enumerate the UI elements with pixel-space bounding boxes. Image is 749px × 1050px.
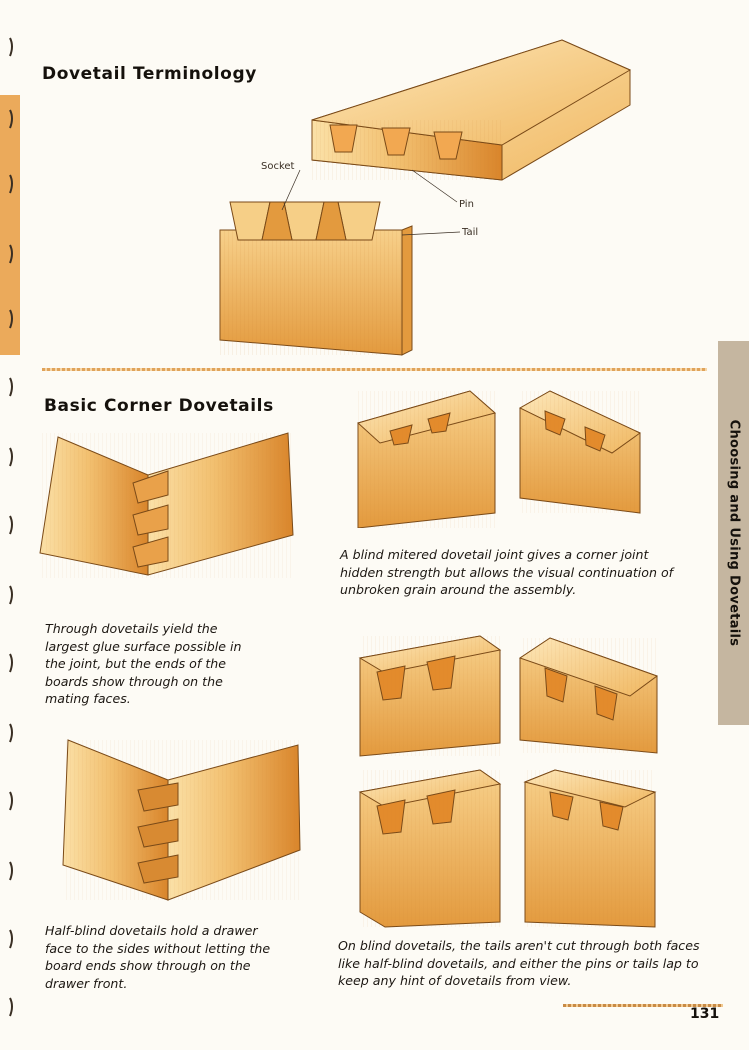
half-blind-dovetails-caption: Half-blind dovetails hold a drawer face … (45, 923, 271, 991)
through-dovetails-caption: Through dovetails yield the largest glue… (45, 621, 242, 706)
section-divider (42, 368, 707, 371)
chapter-tab (718, 341, 749, 725)
pin-label: Pin (459, 199, 474, 210)
socket-label: Socket (261, 161, 295, 172)
half-blind-dovetail-illustration (62, 739, 301, 901)
spiral-binding (0, 37, 20, 1017)
through-dovetail-illustration (39, 432, 294, 578)
tail-label: Tail (462, 227, 479, 238)
blind-dovetail-illustration-bottom (358, 769, 657, 928)
blind-mitered-dovetail-illustration (356, 390, 641, 528)
blind-dovetail-illustration-top (358, 635, 659, 757)
terminology-heading: Dovetail Terminology (42, 64, 257, 84)
blind-dovetails-caption: On blind dovetails, the tails aren't cut… (338, 938, 700, 988)
blind-mitered-caption: A blind mitered dovetail joint gives a c… (340, 547, 674, 597)
page-number-rule (563, 1004, 723, 1007)
corner-dovetails-heading: Basic Corner Dovetails (44, 396, 274, 416)
chapter-tab-label: Choosing and Using Dovetails (726, 419, 742, 647)
page-number: 131 (690, 1006, 720, 1022)
dovetail-terminology-illustration (219, 39, 632, 356)
